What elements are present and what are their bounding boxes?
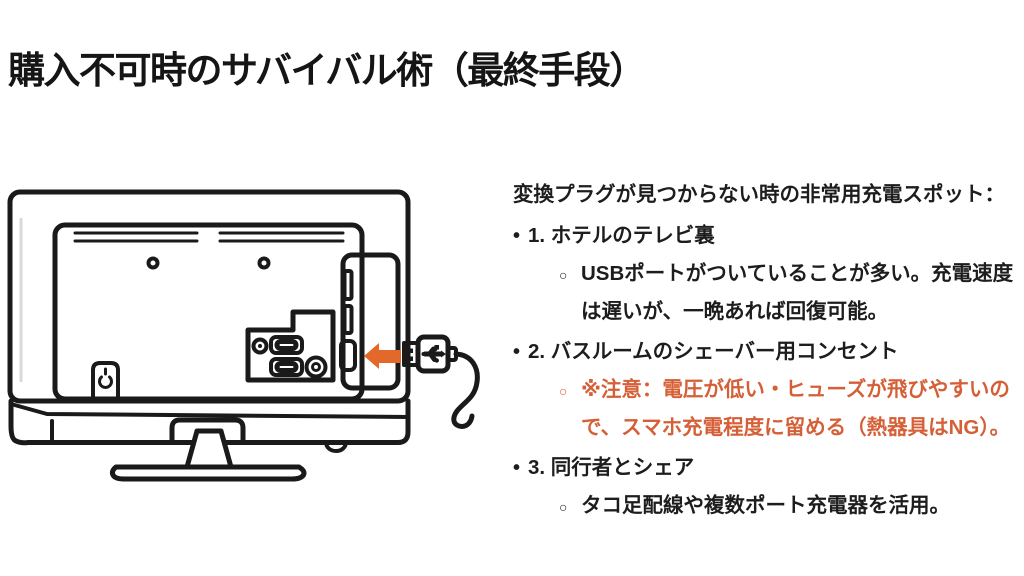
list-item: • 1. ホテルのテレビ裏 ○ USBポートがついていることが多い。充電速度は遅いが…: [513, 217, 1019, 331]
item-detail-row: ○ USBポートがついていることが多い。充電速度は遅いが、一晩あれば回復可能。: [513, 255, 1019, 331]
bullet-icon: •: [513, 225, 521, 247]
screw-holes: [146, 256, 271, 270]
port-cluster: [245, 309, 336, 383]
stand-base: [109, 464, 307, 482]
hdmi-port: [269, 335, 304, 355]
item-label: 3. 同行者とシェア: [528, 456, 695, 479]
tv-back-usb-illustration: [7, 189, 480, 482]
side-connector-panel: [339, 252, 401, 391]
circle-bullet-icon: ○: [559, 383, 568, 399]
bullet-icon: •: [513, 457, 521, 479]
tv-bottom-band: [8, 398, 411, 453]
stand-plate: [169, 417, 246, 445]
item-label: 2. バスルームのシェーバー用コンセント: [528, 340, 899, 363]
page-title: 購入不可時のサバイバル術（最終手段）: [8, 50, 646, 91]
usb-cable: [451, 351, 480, 429]
circle-bullet-icon: ○: [559, 267, 568, 283]
vent-lines: [73, 231, 345, 243]
list-item: • 3. 同行者とシェア ○ タコ足配線や複数ポート充電器を活用。: [513, 449, 1019, 525]
item-label-row: • 3. 同行者とシェア: [513, 449, 1019, 487]
item-label-row: • 2. バスルームのシェーバー用コンセント: [513, 333, 1019, 371]
item-detail: USBポートがついていることが多い。充電速度は遅いが、一晩あれば回復可能。: [581, 262, 1014, 323]
list-item: • 2. バスルームのシェーバー用コンセント ○ ※注意：電圧が低い・ヒューズが飛び…: [513, 333, 1019, 447]
audio-port: [251, 337, 269, 355]
wall-mount-hook-icon: [91, 361, 120, 401]
item-detail: タコ足配線や複数ポート充電器を活用。: [581, 494, 950, 517]
tv-foot: [324, 440, 348, 453]
item-detail-warning: ※注意：電圧が低い・ヒューズが飛びやすいので、スマホ充電程度に留める（熱器具はN…: [581, 378, 1011, 439]
coax-port: [304, 355, 328, 379]
bullet-icon: •: [513, 341, 521, 363]
item-label-row: • 1. ホテルのテレビ裏: [513, 217, 1019, 255]
item-detail-row-warning: ○ ※注意：電圧が低い・ヒューズが飛びやすいので、スマホ充電程度に留める（熱器具は…: [513, 371, 1019, 447]
hdmi-port: [269, 357, 304, 377]
side-slots: [342, 269, 354, 335]
tv-usb-port: [339, 339, 357, 372]
circle-bullet-icon: ○: [559, 499, 568, 515]
back-panel: [52, 222, 365, 402]
item-detail-row: ○ タコ足配線や複数ポート充電器を活用。: [513, 487, 1019, 525]
stand-neck: [184, 428, 234, 470]
item-label: 1. ホテルのテレビ裏: [528, 224, 715, 247]
arrow-icon: [364, 343, 401, 369]
usb-plug-icon: [402, 334, 480, 429]
tv-stand: [109, 417, 307, 482]
usb-trident-icon: [421, 345, 446, 363]
content-column: 変換プラグが見つからない時の非常用充電スポット： • 1. ホテルのテレビ裏 ○ U…: [513, 176, 1019, 525]
intro-text: 変換プラグが見つからない時の非常用充電スポット：: [513, 183, 1005, 206]
